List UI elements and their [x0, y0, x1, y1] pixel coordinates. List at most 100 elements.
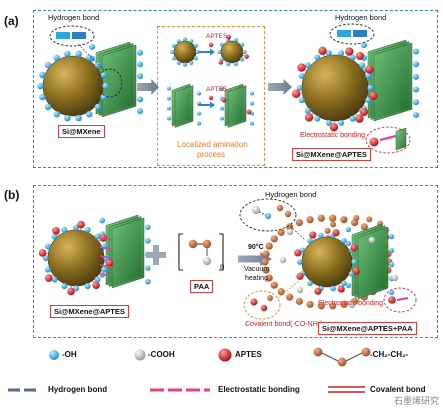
aptes-group — [369, 91, 378, 100]
paa-bead — [265, 274, 273, 282]
oh-group — [233, 61, 238, 66]
oh-group — [307, 280, 313, 287]
oh-group — [94, 103, 102, 111]
oh-group — [250, 121, 254, 126]
heating-label: heating — [245, 275, 268, 282]
silicon-sphere — [173, 40, 197, 64]
oh-group — [351, 259, 358, 265]
oh-group — [197, 91, 201, 96]
paa-bead — [353, 215, 360, 222]
legend-aptes-icon — [218, 348, 232, 362]
paa-bead — [330, 221, 337, 228]
paa-bead — [286, 293, 294, 301]
oh-group — [314, 115, 321, 122]
oh-group — [189, 39, 194, 44]
paa-tag: PAA — [190, 280, 214, 293]
paa-bead — [306, 216, 314, 224]
oh-group — [137, 108, 143, 115]
hydrogen-bond-label-a-left: Hydrogen bond — [48, 13, 100, 22]
oh-group — [101, 266, 108, 273]
oh-group — [413, 111, 419, 118]
oh-group — [197, 121, 201, 126]
oh-group — [220, 106, 224, 111]
oh-group — [250, 91, 254, 96]
paa-bead — [284, 210, 292, 218]
silicon-sphere — [301, 54, 369, 122]
inset-caption-line1: Localized amination — [177, 140, 248, 149]
oh-group — [51, 233, 58, 240]
paa-bead — [202, 239, 212, 249]
aptes-group — [356, 52, 364, 60]
mxene-sheet — [101, 44, 137, 118]
step-arrow-head — [210, 101, 215, 109]
panel-a-frame — [33, 10, 438, 168]
oh-group — [189, 60, 194, 65]
aptes-group — [314, 287, 322, 295]
paa-bead — [306, 300, 314, 308]
oh-group — [145, 238, 151, 244]
paa-bead — [276, 204, 284, 212]
covalent-label-b: Covalent bond(-CO-NH-) — [245, 321, 323, 328]
oh-group — [94, 61, 102, 69]
paa-bead — [317, 302, 325, 310]
oh-group — [145, 224, 151, 230]
oh-group — [73, 224, 79, 231]
aptes-label-top: APTES — [206, 33, 228, 40]
oh-group — [137, 73, 143, 80]
paa-bead — [265, 242, 273, 250]
oh-group — [307, 237, 313, 244]
plus-vertical — [153, 245, 159, 265]
aptes-group — [208, 95, 214, 101]
aptes-label-bottom: APTES — [206, 86, 228, 93]
oh-group — [64, 50, 71, 58]
mxene-sheet — [227, 85, 247, 128]
oh-group — [314, 54, 321, 61]
aptes-group — [77, 220, 85, 229]
oh-group — [44, 266, 51, 273]
oh-group — [413, 73, 419, 80]
aptes-group — [52, 226, 60, 235]
electrostatic-link — [379, 134, 397, 142]
oh-group — [167, 96, 171, 101]
oh-group — [193, 43, 198, 48]
oh-group — [193, 56, 198, 61]
oh-group — [338, 50, 345, 57]
callout-ellipse — [49, 25, 95, 47]
oh-group — [242, 50, 247, 54]
paa-bead — [267, 295, 273, 301]
legend-cooh-label: -COOH — [148, 350, 175, 359]
aptes-group — [332, 229, 340, 237]
temperature-label: 90°C — [248, 244, 264, 251]
aptes-group — [218, 60, 224, 65]
oh-group — [349, 115, 356, 122]
legend-chain-bond — [345, 352, 363, 362]
cooh-group — [202, 256, 212, 266]
aptes-group — [296, 272, 304, 280]
panel-a-label: (a) — [4, 14, 19, 28]
paa-bead — [262, 266, 270, 274]
oh-group — [296, 85, 303, 91]
oh-group — [217, 50, 222, 54]
aptes-group — [92, 281, 100, 290]
oh-group — [176, 39, 181, 44]
oh-group — [389, 289, 395, 296]
paa-bead — [295, 219, 303, 227]
oh-group — [345, 226, 351, 233]
mxene-sheet — [111, 217, 145, 289]
oh-group — [325, 50, 332, 57]
oh-group — [167, 106, 171, 111]
paa-bead — [337, 357, 347, 367]
product-tag-b: Si@MXene@APTES+PAA — [318, 322, 417, 335]
oh-group — [53, 54, 60, 62]
oh-group — [413, 61, 419, 68]
callout-leader — [77, 43, 105, 71]
paa-bead — [295, 297, 303, 305]
oh-group — [39, 93, 46, 101]
oh-group — [183, 62, 187, 67]
cooh-group — [348, 301, 356, 309]
paa-subscript-n: n — [220, 262, 225, 271]
oh-group — [233, 38, 238, 43]
si-mxene-tag: Si@MXene — [58, 125, 105, 138]
aptes-group — [294, 249, 302, 257]
